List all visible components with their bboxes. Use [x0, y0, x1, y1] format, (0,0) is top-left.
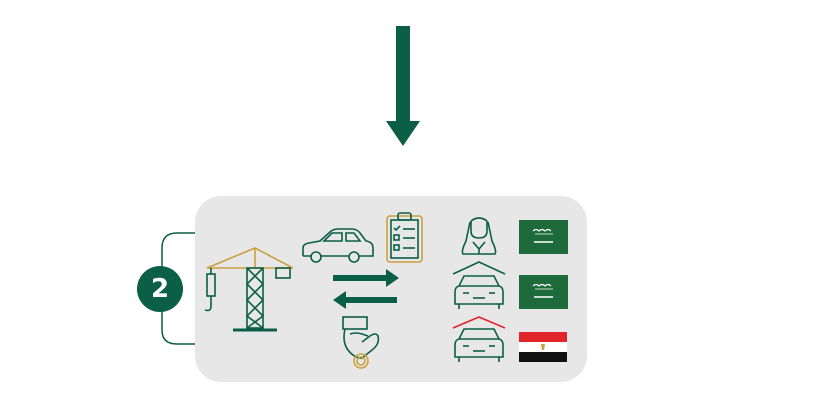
checklist-icon	[386, 212, 423, 263]
saudi-person-icon	[461, 217, 497, 255]
car-garage-icon	[452, 261, 506, 309]
crane-icon	[204, 247, 294, 332]
hand-coin-icon	[342, 316, 380, 369]
down-arrow-icon	[386, 26, 420, 146]
exchange-arrows-icon	[333, 269, 399, 309]
egypt-flag	[519, 332, 567, 362]
car-garage-red-roof-icon	[452, 316, 506, 362]
car-icon	[302, 228, 374, 263]
saudi-arabia-flag	[519, 275, 568, 309]
step-number-badge: 2	[137, 266, 183, 312]
saudi-arabia-flag	[519, 220, 568, 254]
